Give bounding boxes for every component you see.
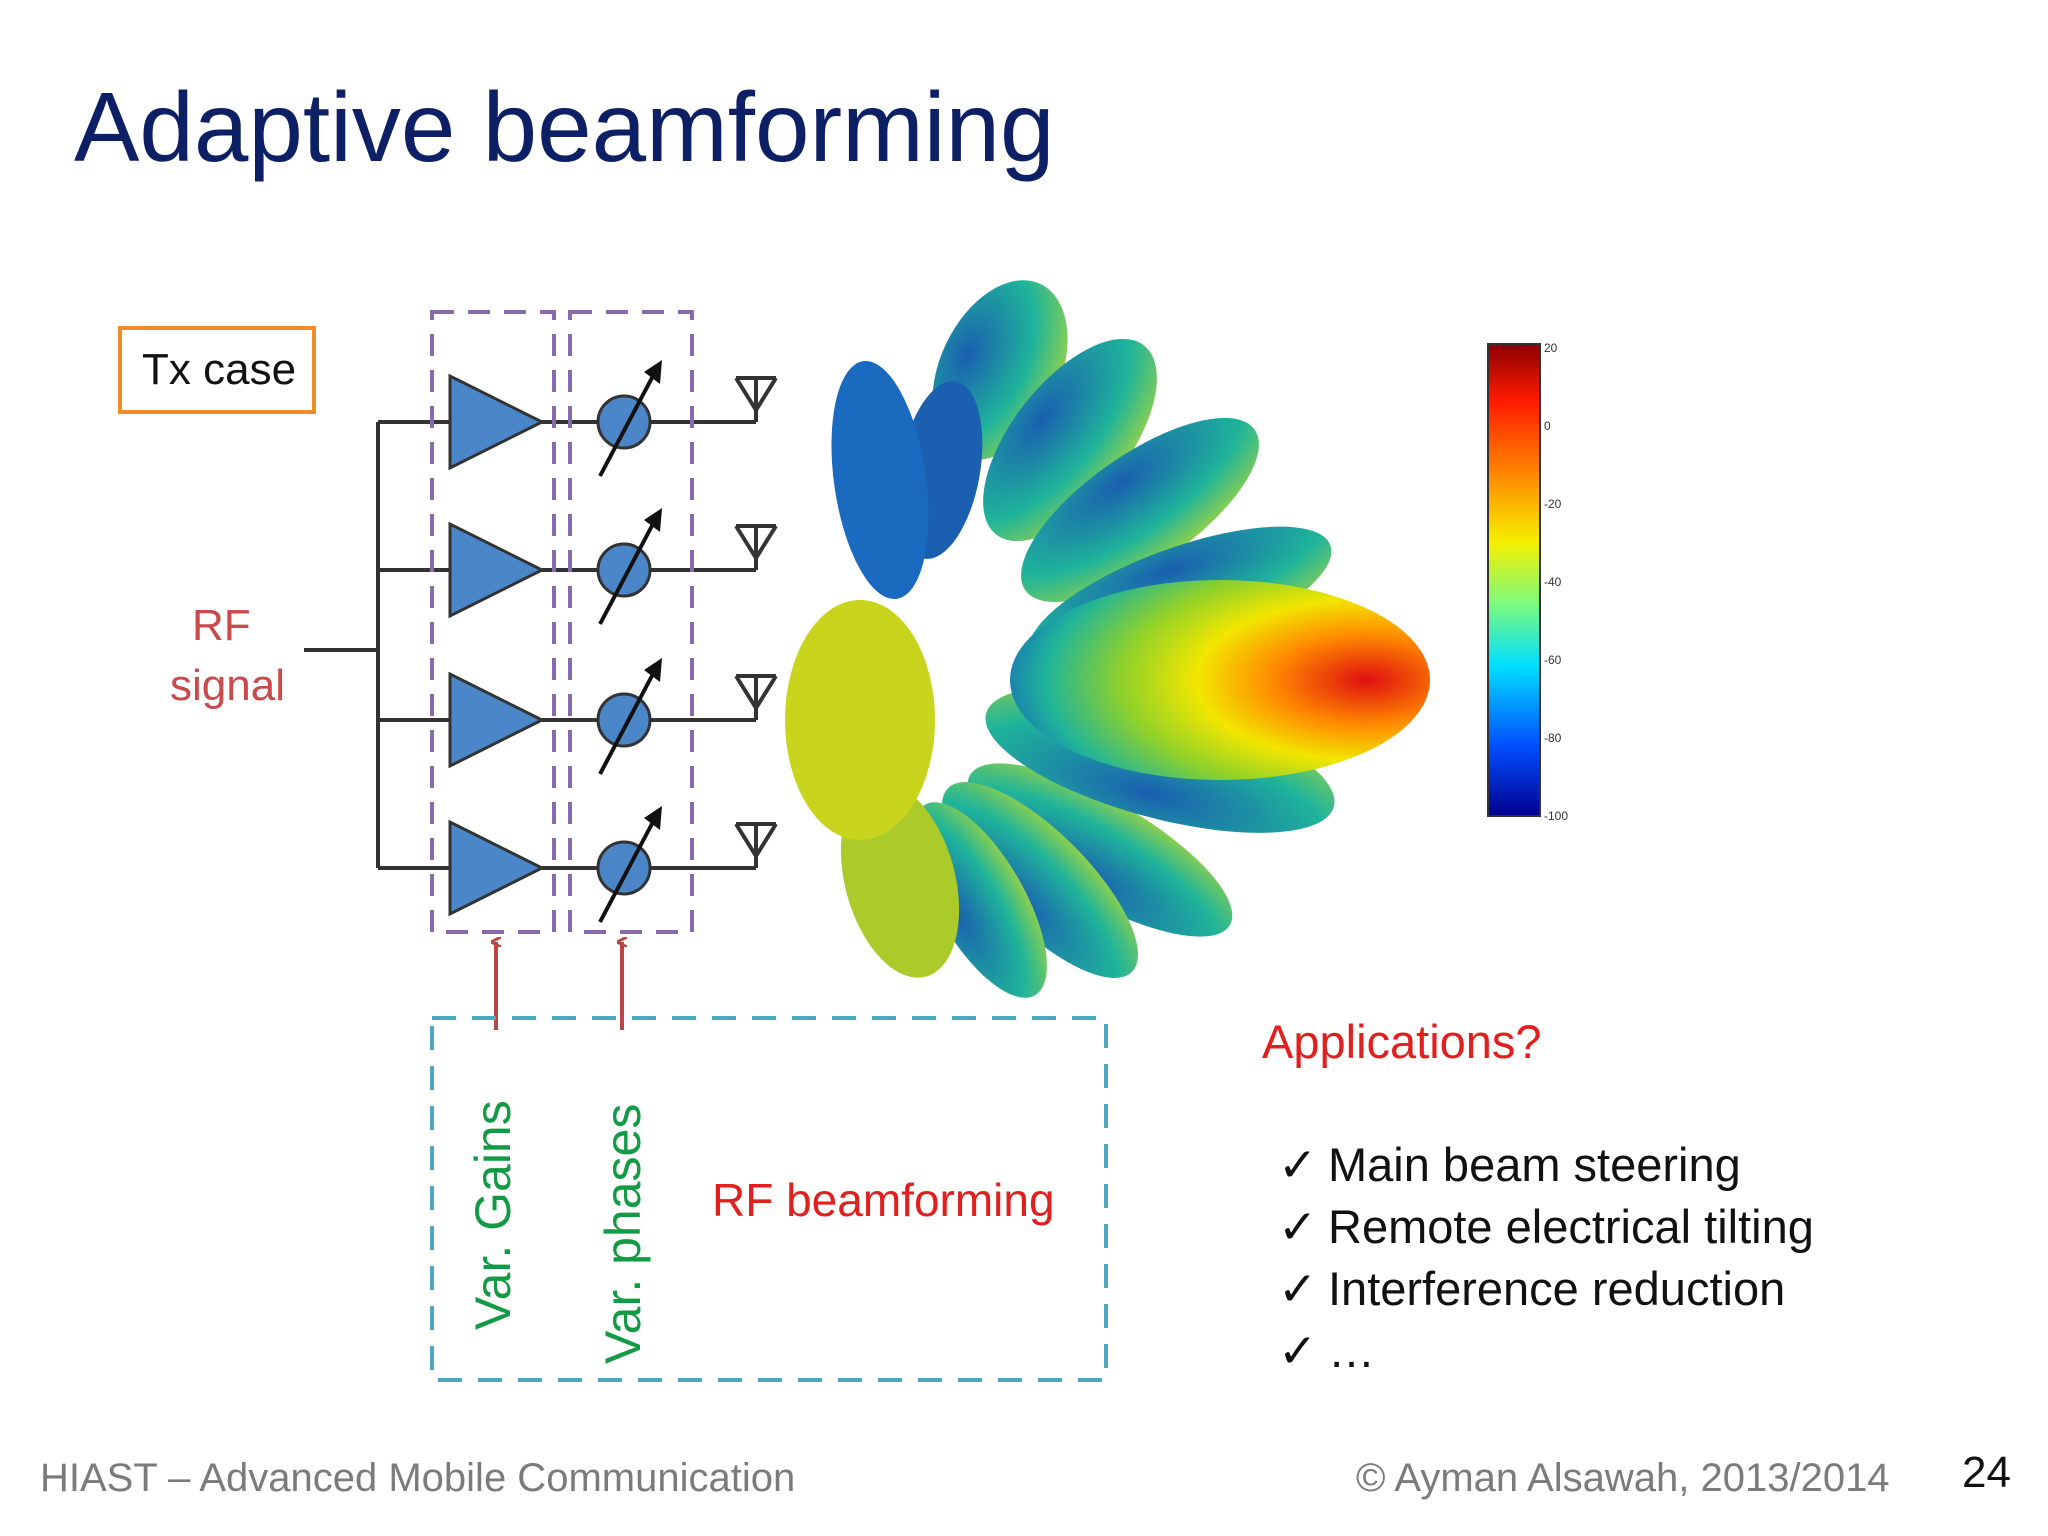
applications-title: Applications? (1262, 1015, 1542, 1068)
colorbar-tick: 0 (1544, 419, 1551, 433)
list-item: ✓Remote electrical tilting (1278, 1196, 1814, 1258)
rf-beamforming-box (430, 1016, 1108, 1382)
phase-shifter-icon (596, 542, 652, 598)
antenna-icon (734, 674, 778, 720)
colorbar (1487, 343, 1541, 817)
list-item: ✓… (1278, 1320, 1814, 1382)
colorbar-tick: -20 (1544, 497, 1562, 511)
colorbar-tick: -80 (1544, 731, 1562, 745)
phase-shifter-icon (596, 394, 652, 450)
amplifier-icon (448, 819, 546, 917)
tx-case-label: Tx case (142, 345, 296, 394)
antenna-icon (734, 822, 778, 868)
feed-network (304, 420, 450, 870)
rf-chain-row (448, 806, 778, 923)
antenna-icon (734, 376, 778, 422)
applications-list: ✓Main beam steering ✓Remote electrical t… (1278, 1134, 1814, 1382)
rf-beamforming-label: RF beamforming (712, 1174, 1055, 1226)
footer-course: HIAST – Advanced Mobile Communication (40, 1456, 796, 1500)
var-phases-label: Var. phases (595, 1104, 651, 1364)
rf-signal-line2: signal (170, 661, 285, 710)
check-mark-icon: ✓ (1278, 1200, 1318, 1253)
colorbar-tick: -60 (1544, 653, 1562, 667)
rf-chain-row (448, 508, 778, 625)
tx-case-box (118, 326, 316, 414)
rf-chain-row (448, 658, 778, 775)
colorbar-tick: -40 (1544, 575, 1562, 589)
radiation-pattern (785, 280, 1430, 998)
footer-copyright: © Ayman Alsawah, 2013/2014 (1356, 1456, 1890, 1500)
list-item: ✓Main beam steering (1278, 1134, 1814, 1196)
var-gains-label: Var. Gains (465, 1100, 521, 1330)
check-mark-icon: ✓ (1278, 1138, 1318, 1191)
colorbar-ticks: 20 0 -20 -40 -60 -80 -100 (1544, 341, 1568, 823)
colorbar-tick: 20 (1544, 341, 1558, 355)
rf-chain-row (448, 360, 778, 477)
gain-group-box (430, 310, 556, 934)
slide-title: Adaptive beamforming (74, 72, 1055, 182)
list-item: ✓Interference reduction (1278, 1258, 1814, 1320)
phase-group-box (568, 310, 694, 934)
phase-shifter-icon (596, 840, 652, 896)
antenna-icon (734, 524, 778, 570)
amplifier-icon (448, 671, 546, 769)
check-mark-icon: ✓ (1278, 1324, 1318, 1377)
check-mark-icon: ✓ (1278, 1262, 1318, 1315)
page-number: 24 (1962, 1448, 2011, 1497)
colorbar-tick: -100 (1544, 809, 1568, 823)
amplifier-icon (448, 521, 546, 619)
phase-shifter-icon (596, 692, 652, 748)
rf-signal-line1: RF (192, 601, 251, 650)
amplifier-icon (448, 373, 546, 471)
